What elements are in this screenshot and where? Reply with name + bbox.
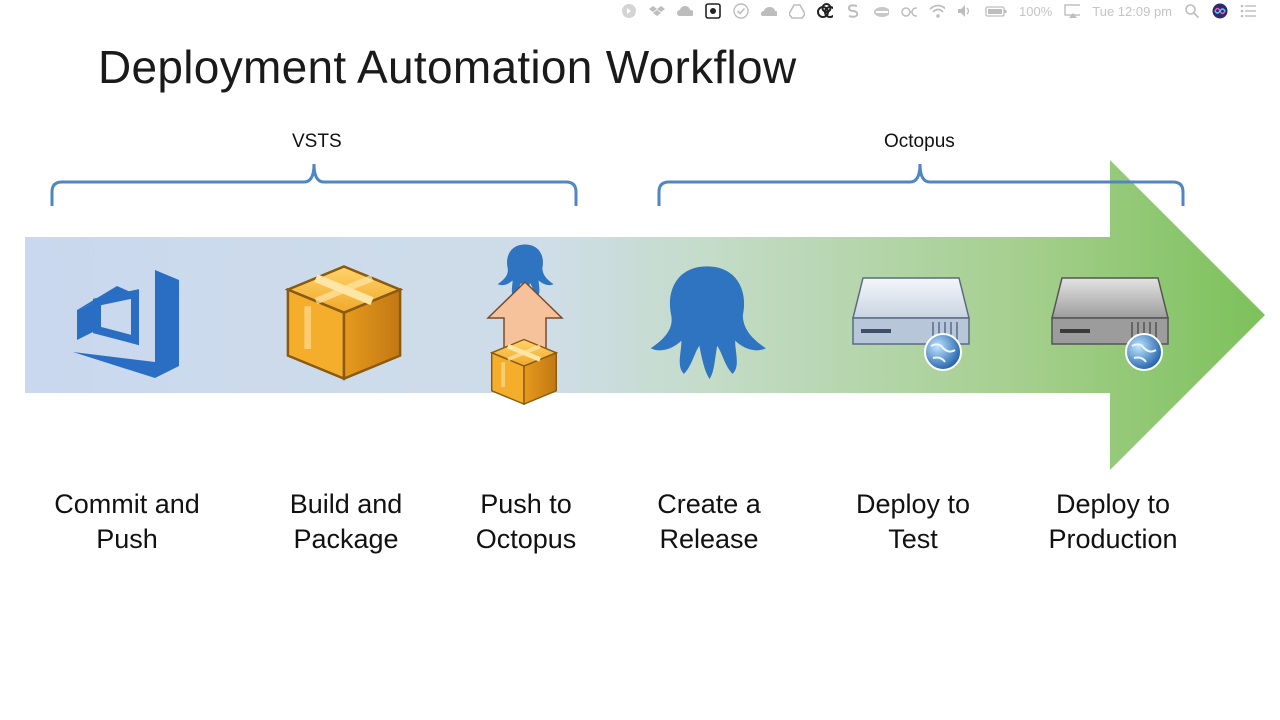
- battery-icon[interactable]: [985, 3, 1007, 19]
- onedrive-icon[interactable]: [761, 3, 778, 19]
- step-label-line: Deploy to: [855, 489, 971, 519]
- group-label-vsts: VSTS: [292, 131, 342, 152]
- step-label-line: Release: [659, 524, 759, 554]
- step-label-push: Push to Octopus: [426, 487, 626, 557]
- server-globe-icon-production: [1051, 277, 1169, 371]
- wifi-icon[interactable]: [929, 3, 946, 19]
- slide-title: Deployment Automation Workflow: [98, 41, 797, 93]
- airplay-icon[interactable]: [1064, 3, 1081, 19]
- step-label-line: Push to: [480, 489, 572, 519]
- siri-icon[interactable]: [1212, 3, 1228, 19]
- creative-cloud-icon[interactable]: [817, 3, 834, 19]
- cloud-sync-icon[interactable]: [873, 3, 890, 19]
- step-label-line: Build and: [289, 489, 403, 519]
- group-label-octopus: Octopus: [884, 131, 955, 152]
- dropbox-icon[interactable]: [649, 3, 666, 19]
- forward-circle-icon[interactable]: [621, 3, 637, 19]
- glasses-icon[interactable]: [901, 3, 918, 19]
- list-icon[interactable]: [1240, 3, 1256, 19]
- battery-percentage: 100%: [1019, 3, 1053, 19]
- push-upload-icon: [486, 244, 564, 404]
- step-label-release: Create a Release: [609, 487, 809, 557]
- check-icon[interactable]: [733, 3, 749, 19]
- step-label-line: Package: [293, 524, 399, 554]
- vsts-icon: [73, 270, 179, 378]
- record-icon[interactable]: [705, 3, 721, 19]
- cloud-icon[interactable]: [677, 3, 694, 19]
- bracket-octopus: [657, 163, 1185, 206]
- step-label-line: Production: [1048, 524, 1178, 554]
- menubar-clock[interactable]: Tue 12:09 pm: [1092, 3, 1172, 19]
- server-globe-icon-test: [852, 277, 970, 371]
- step-label-build: Build and Package: [246, 487, 446, 557]
- search-icon[interactable]: [1184, 3, 1200, 19]
- step-label-line: Commit and: [54, 489, 200, 519]
- step-label-line: Octopus: [475, 524, 577, 554]
- google-drive-icon[interactable]: [789, 3, 806, 19]
- volume-icon[interactable]: [957, 3, 973, 19]
- step-label-commit: Commit and Push: [27, 487, 227, 557]
- s-icon[interactable]: [845, 3, 861, 19]
- step-label-line: Deploy to: [1055, 489, 1171, 519]
- menu-bar: 100% Tue 12:09 pm: [0, 0, 1280, 22]
- step-label-line: Create a: [657, 489, 761, 519]
- step-label-deploy-test: Deploy to Test: [813, 487, 1013, 557]
- bracket-vsts: [50, 163, 578, 206]
- step-label-deploy-production: Deploy to Production: [1013, 487, 1213, 557]
- step-label-line: Push: [96, 524, 158, 554]
- package-box-icon: [288, 267, 400, 379]
- workflow-arrow: [25, 160, 1265, 470]
- step-label-line: Test: [888, 524, 938, 554]
